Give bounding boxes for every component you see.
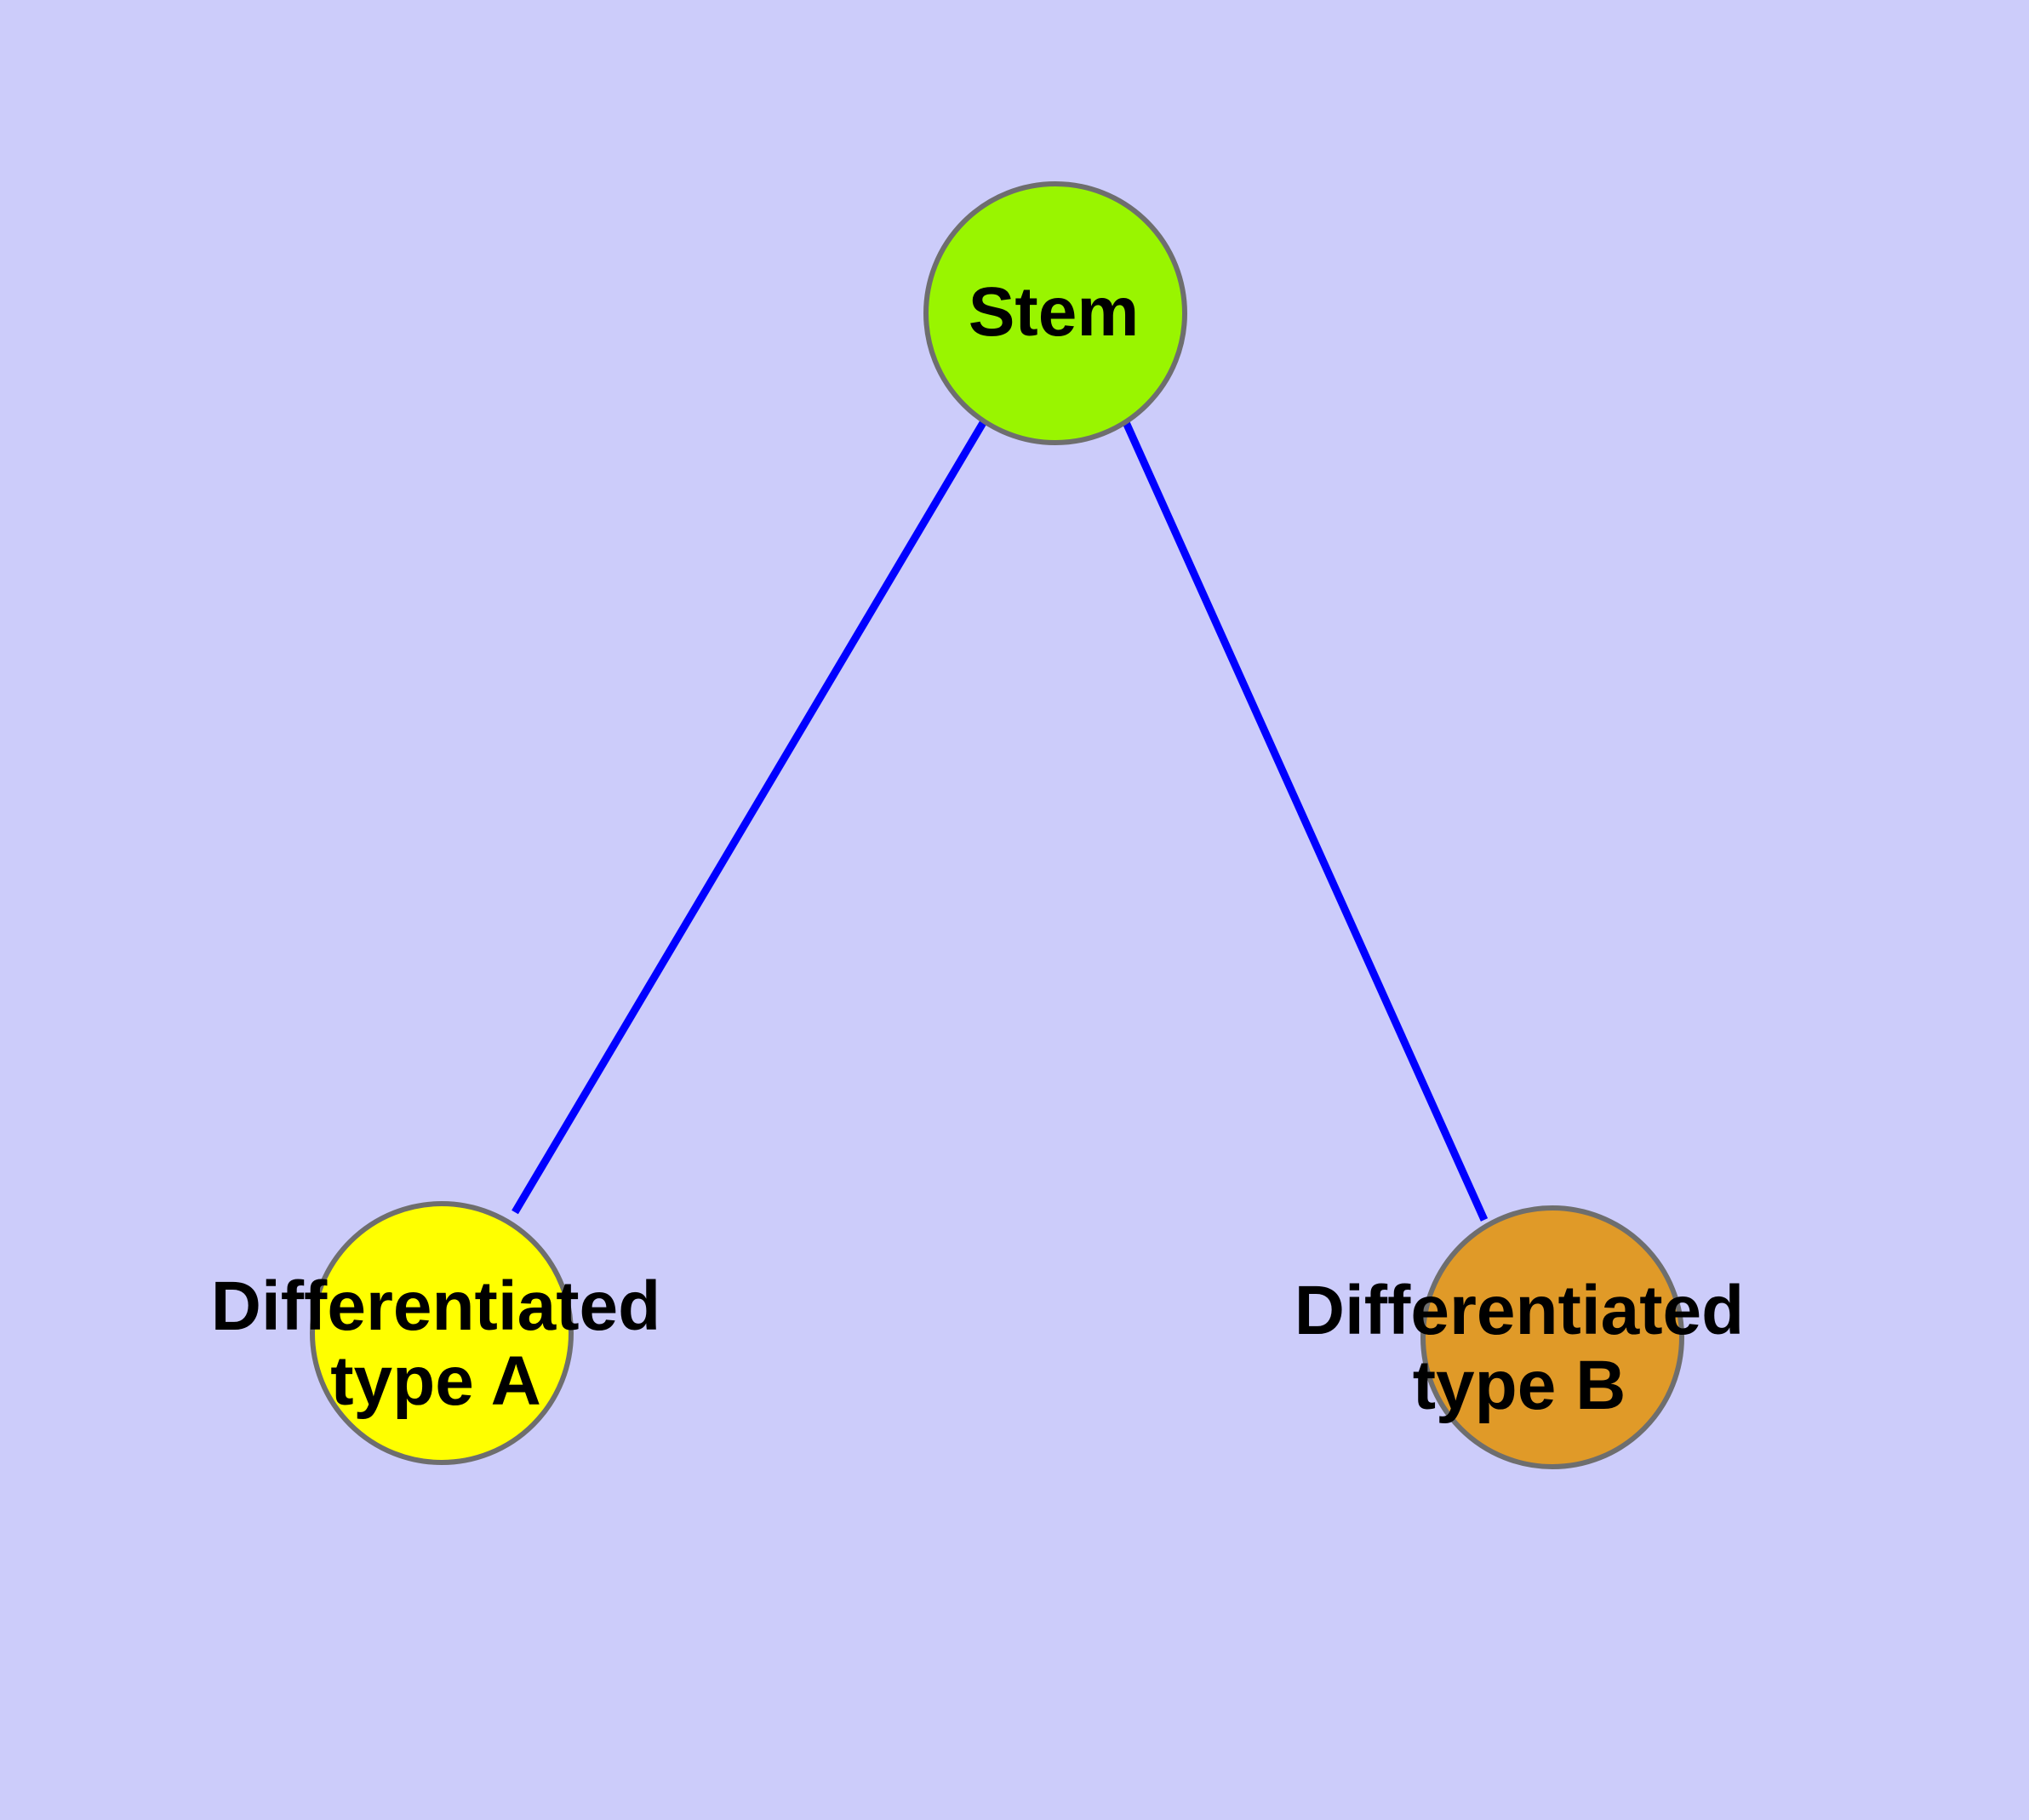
node-stem-circle[interactable] <box>923 181 1187 445</box>
edge-stem-to-type-a <box>512 419 987 1215</box>
node-diff-type-b[interactable] <box>1420 1205 1684 1469</box>
node-label-line: Differentiated <box>1295 1272 1745 1349</box>
node-diff-type-b-circle[interactable] <box>1420 1205 1684 1469</box>
node-diff-type-a-circle[interactable] <box>310 1201 574 1465</box>
edge-layer <box>512 419 1489 1222</box>
node-label-line: type B <box>1413 1347 1626 1424</box>
node-layer <box>310 181 1684 1469</box>
node-stem[interactable] <box>923 181 1187 445</box>
node-label-line: type A <box>330 1342 541 1420</box>
node-label-line: Stem <box>969 273 1140 351</box>
node-label-line: Differentiated <box>211 1268 661 1345</box>
edge-stem-to-type-b <box>1121 419 1489 1222</box>
node-diff-type-a[interactable] <box>310 1201 574 1465</box>
node-stem-label: Stem <box>969 273 1140 351</box>
